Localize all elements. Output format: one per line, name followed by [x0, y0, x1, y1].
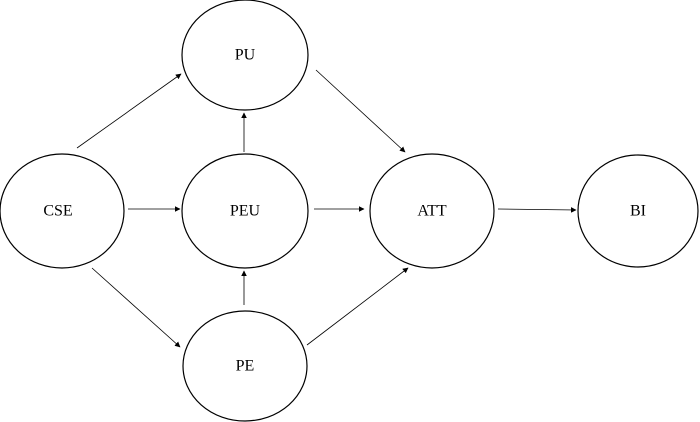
node-pu-label: PU	[235, 47, 256, 64]
node-peu-ellipse	[181, 153, 309, 269]
node-pu-ellipse	[181, 0, 309, 111]
node-pe: PE	[182, 310, 308, 422]
node-bi-ellipse	[577, 154, 699, 268]
node-peu-label: PEU	[230, 203, 261, 220]
node-cse-label: CSE	[43, 203, 72, 220]
node-peu: PEU	[181, 153, 309, 269]
edge-pe-to-att	[306, 267, 409, 346]
node-pe-ellipse	[182, 310, 308, 422]
node-bi-label: BI	[630, 203, 646, 220]
node-cse-ellipse	[0, 153, 125, 269]
edges	[76, 69, 577, 348]
edge-att-to-bi	[497, 207, 577, 213]
node-pe-label: PE	[236, 358, 255, 375]
node-att-label: ATT	[417, 203, 447, 220]
node-att: ATT	[369, 153, 495, 269]
node-att-ellipse	[369, 153, 495, 269]
edge-cse-to-pe	[91, 267, 181, 348]
node-bi: BI	[577, 154, 699, 268]
node-pu: PU	[181, 0, 309, 111]
edge-pu-to-att	[315, 69, 406, 153]
edge-cse-to-pu	[76, 73, 182, 149]
node-cse: CSE	[0, 153, 125, 269]
